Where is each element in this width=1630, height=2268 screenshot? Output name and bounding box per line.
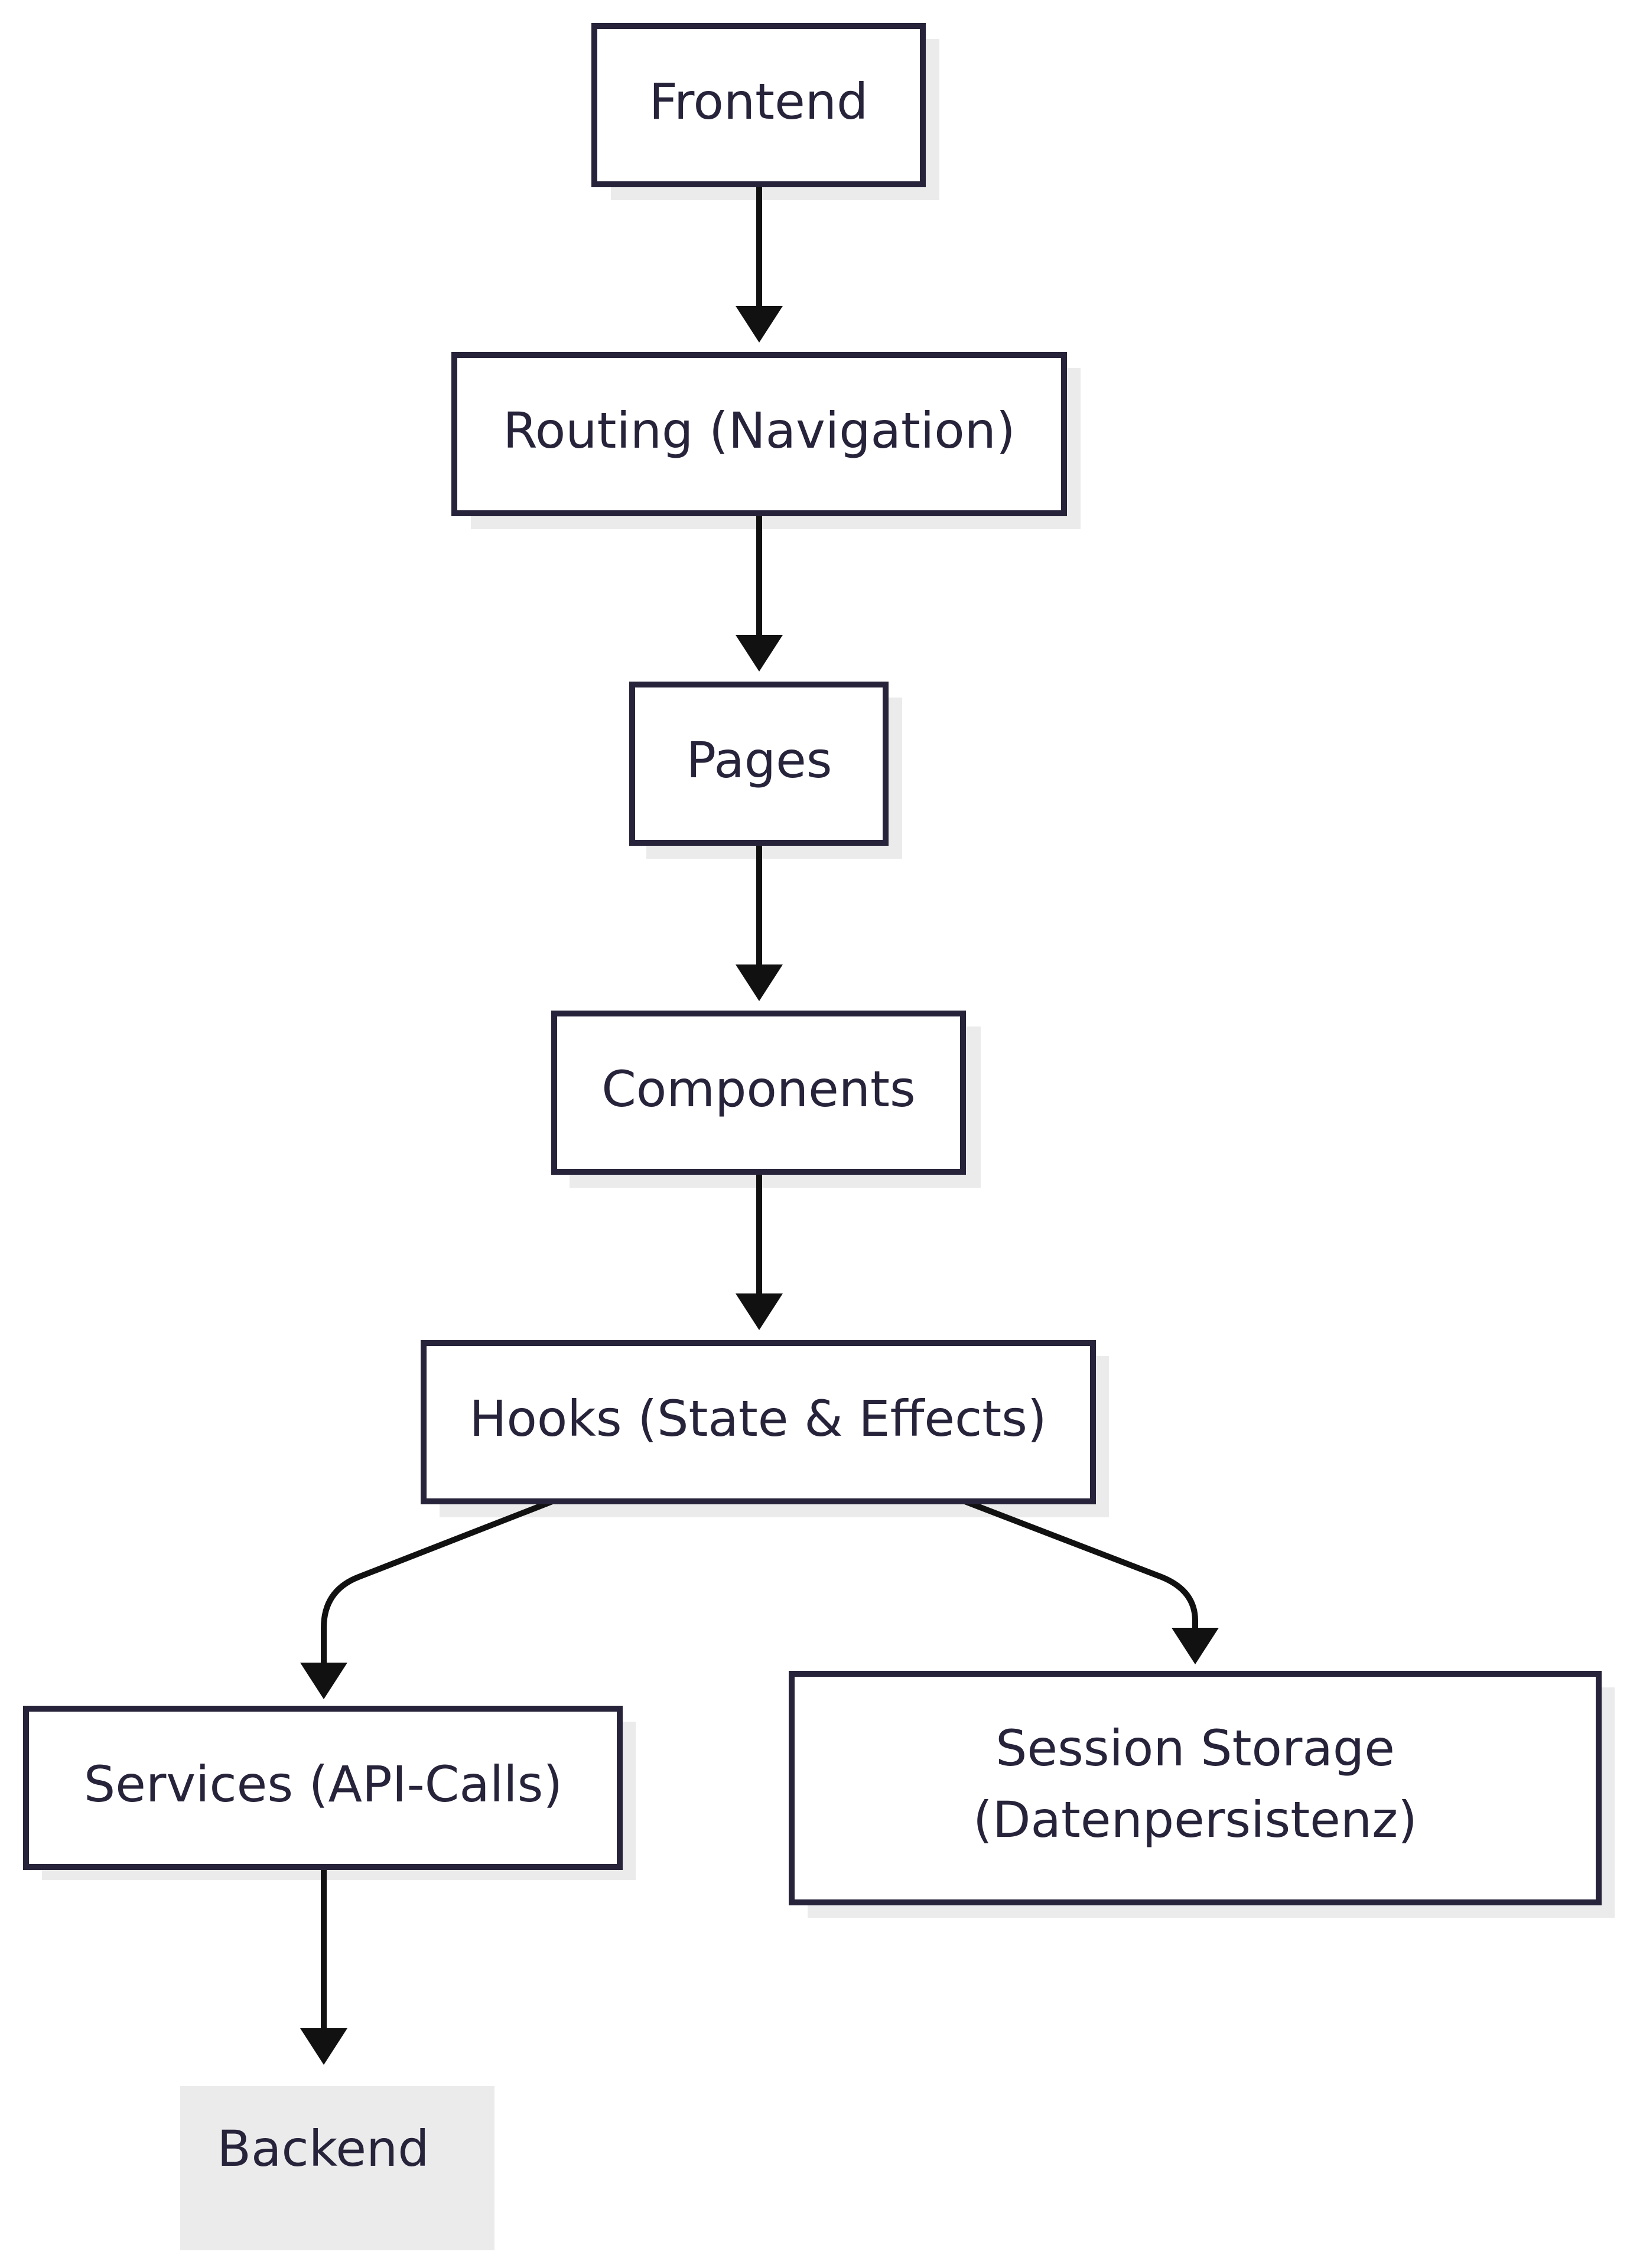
node-label: Hooks (State & Effects) xyxy=(469,1390,1046,1448)
arrowhead-components xyxy=(736,964,783,1001)
edge-hooks-session xyxy=(964,1498,1198,1634)
node-label: Frontend xyxy=(649,73,868,131)
arrowhead-backend xyxy=(300,2028,347,2065)
arrowhead-hooks xyxy=(736,1293,783,1330)
node-frontend: Frontend xyxy=(591,23,926,187)
node-label: Services (API-Calls) xyxy=(84,1755,562,1813)
node-backend: Backend xyxy=(217,2120,429,2178)
node-session-storage: Session Storage (Datenpersistenz) xyxy=(789,1671,1602,1905)
node-pages: Pages xyxy=(629,682,889,846)
node-label: Components xyxy=(601,1060,915,1118)
arrowhead-session xyxy=(1172,1628,1219,1664)
node-routing: Routing (Navigation) xyxy=(451,352,1067,516)
node-label-line2: (Datenpersistenz) xyxy=(973,1791,1417,1849)
edge-hooks-services xyxy=(321,1498,554,1669)
arrowhead-services xyxy=(300,1663,347,1699)
node-services: Services (API-Calls) xyxy=(23,1706,623,1870)
node-label: Backend xyxy=(217,2120,429,2178)
node-label: Pages xyxy=(686,731,832,789)
arrowhead-routing xyxy=(736,306,783,343)
node-label-line1: Session Storage xyxy=(995,1719,1395,1777)
arrowhead-pages xyxy=(736,635,783,672)
node-hooks: Hooks (State & Effects) xyxy=(421,1340,1096,1504)
node-label: Routing (Navigation) xyxy=(503,402,1015,460)
edges xyxy=(300,184,1219,2065)
node-components: Components xyxy=(551,1011,966,1175)
